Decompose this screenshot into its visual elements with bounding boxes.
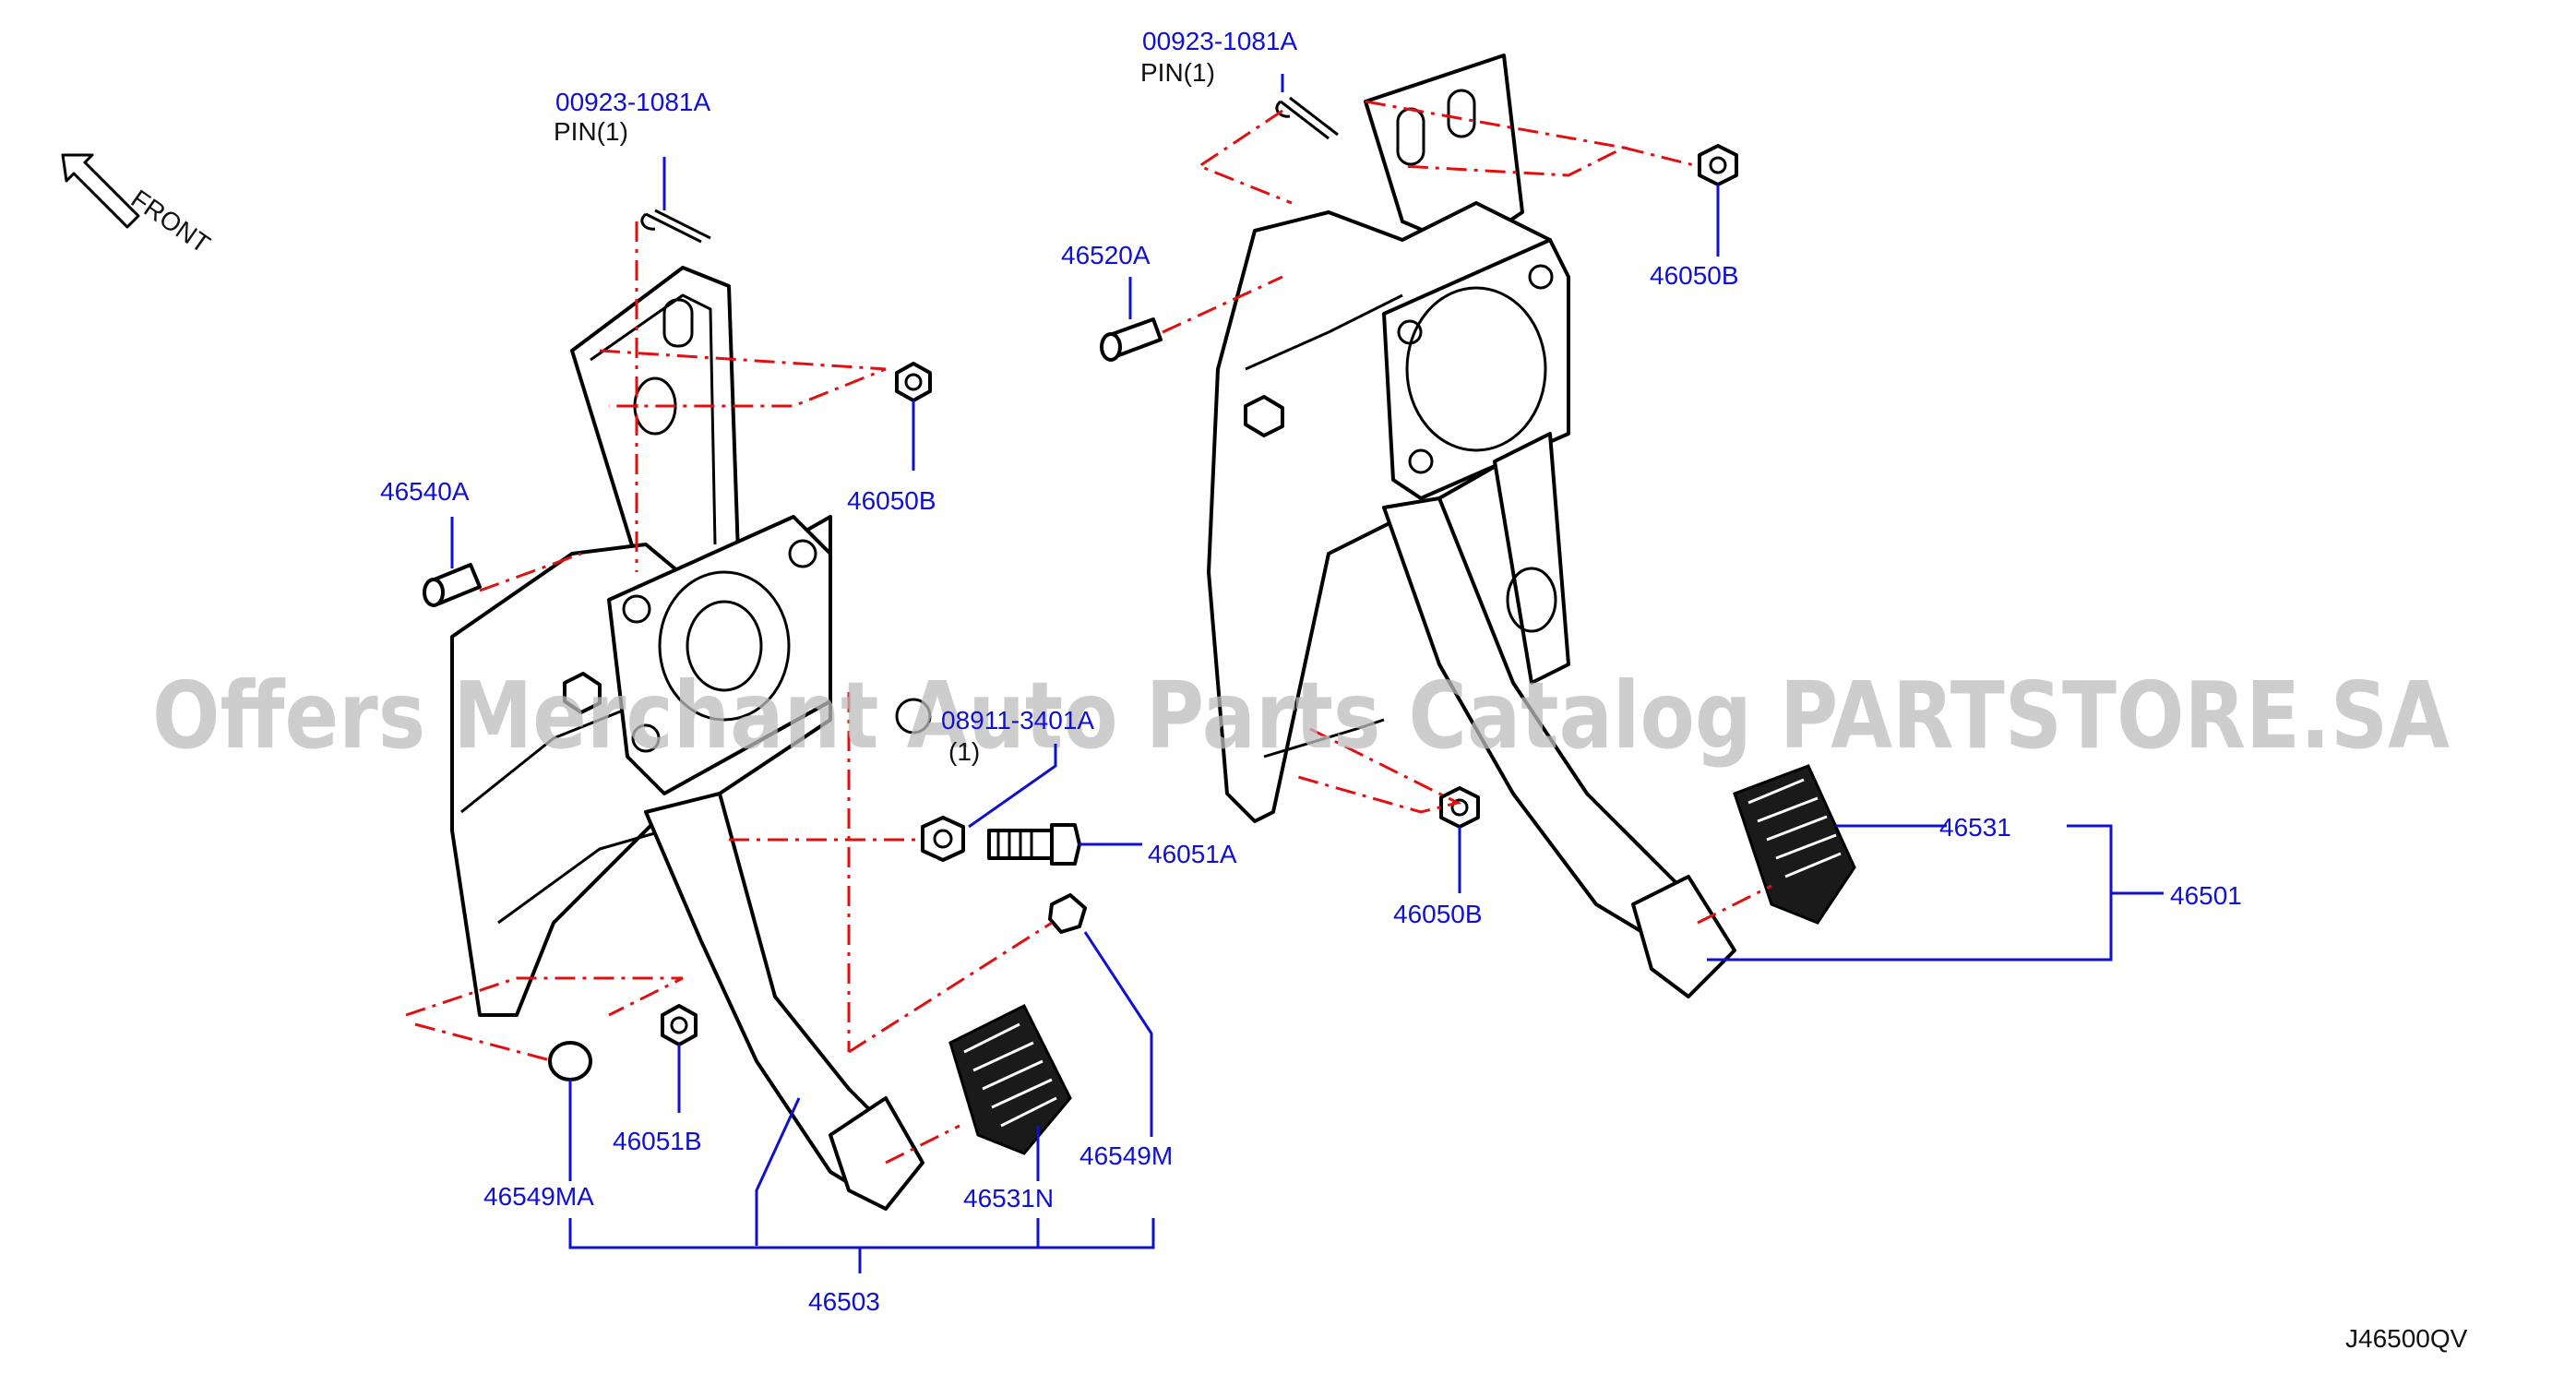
pin-left-partno: 00923-1081A [555, 88, 710, 116]
label-46050B-right-top: 46050B [1650, 261, 1739, 290]
label-46050B-right-bottom: 46050B [1393, 900, 1483, 928]
washer-bolt-icon [895, 698, 932, 735]
label-46549M: 46549M [1079, 1141, 1173, 1170]
bolt-icon [987, 823, 1081, 866]
callout-leaders [450, 74, 2164, 1273]
right-centerlines [1162, 100, 1772, 925]
front-label: FRONT [126, 185, 216, 259]
left-pedal-assembly [450, 266, 1072, 1211]
label-46531N: 46531N [963, 1184, 1054, 1213]
label-46520A: 46520A [1061, 241, 1151, 269]
nut-46051B-icon [661, 1004, 698, 1046]
right-pedal-assembly [1207, 54, 1856, 998]
label-46549MA: 46549MA [483, 1182, 594, 1211]
label-46503: 46503 [808, 1287, 880, 1316]
plug-46549MA-icon [548, 1041, 592, 1081]
label-bolt-qty: (1) [948, 737, 980, 766]
nut-46051A-icon [921, 816, 965, 862]
label-46531: 46531 [1939, 813, 2011, 842]
nut-46050B-left-icon [895, 362, 932, 402]
left-centerlines [405, 221, 1053, 1165]
clevis-pin-46540A-icon [423, 563, 482, 607]
stopper-46549M-icon [1048, 893, 1087, 934]
pin-left-icon [640, 209, 711, 244]
label-46501: 46501 [2170, 881, 2242, 910]
watermark-text: Offers Merchant Auto Parts Catalog PARTS… [152, 662, 2450, 770]
label-46050B-left: 46050B [847, 486, 936, 515]
pin-right-icon [1275, 96, 1339, 140]
label-46540A: 46540A [380, 477, 470, 506]
nut-46050B-right-top-icon [1698, 144, 1738, 186]
nut-46050B-right-bottom-icon [1439, 786, 1480, 829]
label-46051B: 46051B [613, 1127, 702, 1155]
pin-left-name: PIN(1) [554, 117, 628, 146]
clevis-pin-46520A-icon [1100, 317, 1163, 362]
label-bolt-partno: 08911-3401A [941, 706, 1094, 735]
pin-right-partno: 00923-1081A [1142, 27, 1297, 55]
pin-right-name: PIN(1) [1140, 58, 1215, 87]
front-arrow-icon [61, 153, 140, 229]
drawing-id: J46500QV [2345, 1324, 2468, 1353]
label-46051A: 46051A [1148, 840, 1237, 868]
